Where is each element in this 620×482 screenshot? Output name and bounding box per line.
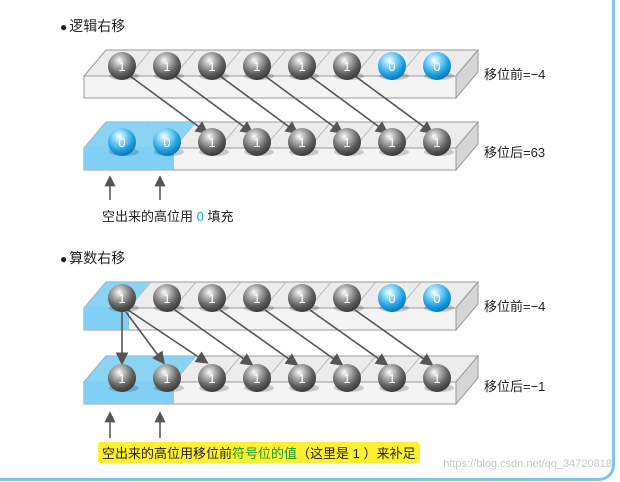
arithmetic-shift-arrow-1 [174, 309, 254, 366]
arithmetic-after-ball-4 [288, 364, 316, 392]
section-title-logical: ●逻辑右移 [60, 18, 126, 34]
logical-before-bit-label-3: 1 [253, 59, 260, 74]
logical-before-bit-label-7: 0 [433, 59, 440, 74]
logical-before-bit-label-6: 0 [388, 59, 395, 74]
arithmetic-before-label: 移位前=−4 [484, 299, 546, 314]
logical-after-bit-label-5: 1 [343, 135, 350, 150]
arithmetic-shift-arrow-3 [264, 309, 344, 366]
logical-before-ball-6 [378, 52, 406, 80]
arithmetic-before-bit-label-5: 1 [343, 291, 350, 306]
arithmetic-shift-arrow-5 [354, 309, 434, 366]
arithmetic-after-ball-1 [153, 364, 181, 392]
bullet-icon: ● [60, 20, 68, 34]
logical-after-ball-0 [108, 128, 136, 156]
logical-after-bit-label-7: 1 [433, 135, 440, 150]
logical-after-bit-label-1: 0 [163, 135, 170, 150]
logical-after-bit-label-4: 1 [298, 135, 305, 150]
logical-shift-arrow-3 [264, 75, 344, 134]
arithmetic-shift-arrow-2 [219, 309, 299, 366]
arithmetic-before-ball-1 [153, 284, 181, 312]
arithmetic-before-bit-label-1: 1 [163, 291, 170, 306]
arithmetic-after-bit-label-4: 1 [298, 371, 305, 386]
arithmetic-after-bit-label-0: 1 [118, 371, 125, 386]
arithmetic-before-ball-5 [333, 284, 361, 312]
arithmetic-before-bit-label-2: 1 [208, 291, 215, 306]
arithmetic-before-tray-side [455, 280, 479, 332]
logical-before-tray-side [455, 48, 479, 100]
logical-before-ball-3 [243, 52, 271, 80]
arithmetic-after-ball-7 [423, 364, 451, 392]
arithmetic-before-tray-new-cell-front [84, 308, 129, 330]
logical-before-ball-7 [423, 52, 451, 80]
logical-before-bit-label-5: 1 [343, 59, 350, 74]
logical-before-ball-2 [198, 52, 226, 80]
arithmetic-before-ball-6 [378, 284, 406, 312]
arithmetic-before-bit-label-6: 0 [388, 291, 395, 306]
arithmetic-after-ball-0 [108, 364, 136, 392]
logical-before-label: 移位前=−4 [484, 67, 546, 82]
logical-after-ball-4 [288, 128, 316, 156]
logical-before-ball-4 [288, 52, 316, 80]
watermark: https://blog.csdn.net/qq_34720818 [443, 458, 612, 470]
arithmetic-after-bit-label-3: 1 [253, 371, 260, 386]
logical-after-bit-label-6: 1 [388, 135, 395, 150]
logical-after-label: 移位后=63 [484, 145, 546, 160]
arithmetic-before-ball-3 [243, 284, 271, 312]
arithmetic-before-bit-label-3: 1 [253, 291, 260, 306]
arithmetic-before-ball-4 [288, 284, 316, 312]
logical-shift-arrow-0 [129, 75, 209, 134]
arithmetic-after-bit-label-5: 1 [343, 371, 350, 386]
logical-shift-arrow-5 [354, 75, 434, 134]
sign-copy-arrow-2 [127, 309, 209, 364]
logical-before-ball-1 [153, 52, 181, 80]
logical-after-bit-label-2: 1 [208, 135, 215, 150]
logical-shift-arrow-4 [309, 75, 389, 134]
arithmetic-after-ball-6 [378, 364, 406, 392]
logical-before-ball-0 [108, 52, 136, 80]
arithmetic-before-bit-label-7: 0 [433, 291, 440, 306]
logical-before-tray-top [82, 49, 480, 77]
logical-after-ball-1 [153, 128, 181, 156]
arithmetic-after-bit-label-6: 1 [388, 371, 395, 386]
logical-after-ball-2 [198, 128, 226, 156]
arithmetic-before-ball-0 [108, 284, 136, 312]
logical-after-bit-label-0: 0 [118, 135, 125, 150]
arithmetic-before-bit-label-4: 1 [298, 291, 305, 306]
arithmetic-after-bit-label-7: 1 [433, 371, 440, 386]
arithmetic-after-ball-2 [198, 364, 226, 392]
logical-before-bit-label-2: 1 [208, 59, 215, 74]
logical-after-ball-3 [243, 128, 271, 156]
arithmetic-fill-note: 空出来的高位用移位前符号位的值（这里是 1 ）来补足 [98, 442, 420, 463]
logical-after-tray-side [455, 120, 479, 172]
arithmetic-after-ball-5 [333, 364, 361, 392]
logical-before-bit-label-4: 1 [298, 59, 305, 74]
logical-fill-note: 空出来的高位用 0 填充 [102, 209, 234, 224]
arithmetic-after-tray-side [455, 354, 479, 406]
logical-after-ball-7 [423, 128, 451, 156]
logical-before-bit-label-0: 1 [118, 59, 125, 74]
arithmetic-shift-arrow-4 [309, 309, 389, 366]
logical-after-bit-label-3: 1 [253, 135, 260, 150]
arithmetic-after-ball-3 [243, 364, 271, 392]
arithmetic-before-bit-label-0: 1 [118, 291, 125, 306]
logical-before-bit-label-1: 1 [163, 59, 170, 74]
logical-after-ball-5 [333, 128, 361, 156]
arithmetic-after-label: 移位后=−1 [484, 379, 546, 394]
sign-copy-arrow-1 [125, 311, 165, 365]
logical-after-ball-6 [378, 128, 406, 156]
arithmetic-before-ball-7 [423, 284, 451, 312]
logical-before-ball-5 [333, 52, 361, 80]
bullet-icon: ● [60, 252, 68, 266]
arithmetic-after-bit-label-2: 1 [208, 371, 215, 386]
arithmetic-after-bit-label-1: 1 [163, 371, 170, 386]
logical-shift-arrow-2 [219, 75, 299, 134]
logical-shift-arrow-1 [174, 75, 254, 134]
section-title-arithmetic: ●算数右移 [60, 250, 126, 266]
arithmetic-before-ball-2 [198, 284, 226, 312]
